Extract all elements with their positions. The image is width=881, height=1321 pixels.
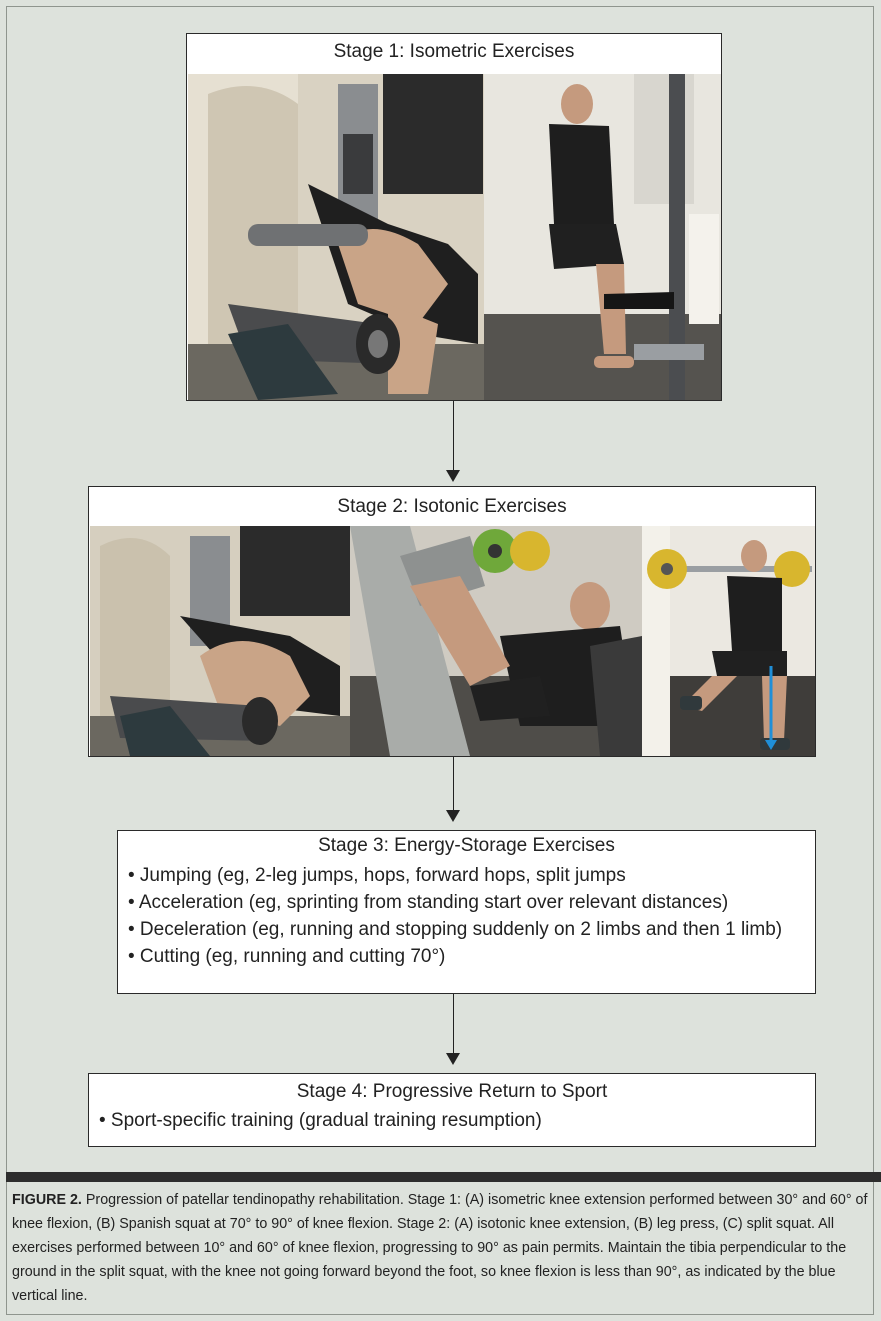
caption-text: Progression of patellar tendinopathy reh… <box>12 1192 868 1304</box>
list-item: • Acceleration (eg, sprinting from stand… <box>128 892 729 913</box>
stage-4-title: Stage 4: Progressive Return to Sport <box>296 1081 608 1102</box>
arrow-head-2-3 <box>446 810 460 822</box>
photo-split-squat <box>642 526 815 756</box>
stage-2-box: Stage 2: Isotonic Exercises <box>88 486 816 757</box>
connector-1-2 <box>453 401 454 470</box>
stage-1-title: Stage 1: Isometric Exercises <box>333 41 575 62</box>
stage-4-box: Stage 4: Progressive Return to Sport • S… <box>88 1073 816 1147</box>
caption-rule <box>6 1172 881 1182</box>
arrow-head-3-4 <box>446 1053 460 1065</box>
figure-frame <box>6 6 874 1315</box>
split-squat-illustration <box>642 526 815 756</box>
caption-label: FIGURE 2. <box>12 1192 82 1208</box>
stage-3-box: Stage 3: Energy-Storage Exercises • Jump… <box>117 830 816 994</box>
photo-spanish-squat <box>484 74 721 400</box>
photo-isometric-knee-extension <box>188 74 484 400</box>
stage-3-bullet-list: • Jumping (eg, 2-leg jumps, hops, forwar… <box>128 862 807 970</box>
isotonic-knee-extension-illustration <box>90 526 350 756</box>
list-item: • Cutting (eg, running and cutting 70°) <box>128 946 446 967</box>
stage-1-box: Stage 1: Isometric Exercises <box>186 33 722 401</box>
isometric-knee-extension-illustration <box>188 74 484 400</box>
list-item: • Jumping (eg, 2-leg jumps, hops, forwar… <box>128 865 626 886</box>
photo-isotonic-knee-extension <box>90 526 350 756</box>
stage-3-title: Stage 3: Energy-Storage Exercises <box>318 835 615 856</box>
photo-leg-press <box>350 526 642 756</box>
stage-4-bullet-list: • Sport-specific training (gradual train… <box>99 1107 807 1134</box>
list-item: • Deceleration (eg, running and stopping… <box>128 919 783 940</box>
figure-caption: FIGURE 2. Progression of patellar tendin… <box>12 1188 872 1308</box>
leg-press-illustration <box>350 526 642 756</box>
connector-3-4 <box>453 994 454 1054</box>
list-item: • Sport-specific training (gradual train… <box>99 1110 542 1131</box>
connector-2-3 <box>453 757 454 811</box>
stage-2-title: Stage 2: Isotonic Exercises <box>337 496 567 517</box>
spanish-squat-illustration <box>484 74 721 400</box>
arrow-head-1-2 <box>446 470 460 482</box>
